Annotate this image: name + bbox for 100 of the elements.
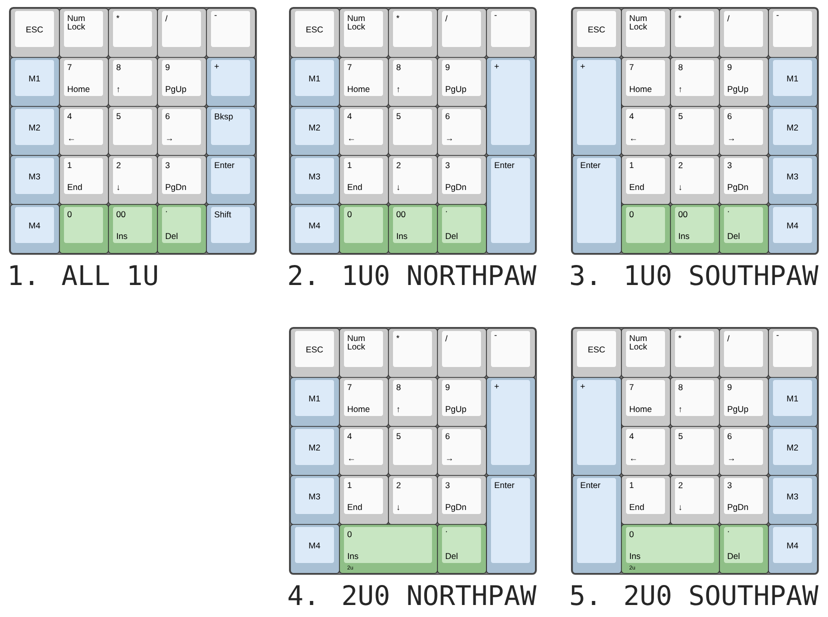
key: 5 bbox=[670, 106, 720, 156]
key: ESC bbox=[10, 8, 60, 58]
key: Enter bbox=[486, 155, 536, 254]
key: M4 bbox=[290, 524, 340, 574]
key: ESC bbox=[290, 8, 340, 58]
key: * bbox=[670, 8, 720, 58]
key: M2 bbox=[290, 426, 340, 476]
node-label: 2. 1U0 NORTHPAW bbox=[289, 264, 536, 286]
key: Num Lock bbox=[621, 328, 671, 378]
key: . Del bbox=[437, 204, 487, 254]
key: 7 Home bbox=[339, 57, 389, 107]
key: M2 bbox=[768, 426, 818, 476]
key: 3 PgDn bbox=[719, 155, 769, 205]
key: Num Lock bbox=[59, 8, 109, 58]
key: 00 Ins bbox=[108, 204, 158, 254]
key: 8 ↑ bbox=[108, 57, 158, 107]
key: / bbox=[437, 328, 487, 378]
key: + bbox=[486, 377, 536, 476]
node-label: 5. 2U0 SOUTHPAW bbox=[571, 584, 818, 606]
key: - bbox=[768, 8, 818, 58]
key: . Del bbox=[437, 524, 487, 574]
key: 7 Home bbox=[59, 57, 109, 107]
key: * bbox=[108, 8, 158, 58]
key: M1 bbox=[290, 57, 340, 107]
key: 3 PgDn bbox=[157, 155, 207, 205]
key: 9 PgUp bbox=[157, 57, 207, 107]
node-label: 3. 1U0 SOUTHPAW bbox=[571, 264, 818, 286]
key: 0 bbox=[621, 204, 671, 254]
key: 9 PgUp bbox=[437, 57, 487, 107]
key: 6 → bbox=[437, 106, 487, 156]
node-label: M1 bbox=[787, 396, 798, 402]
key: 1 End bbox=[339, 155, 389, 205]
node-label: 4. 2U0 NORTHPAW bbox=[288, 584, 536, 606]
key: 4 ← bbox=[621, 426, 671, 476]
key: M3 bbox=[768, 475, 818, 525]
node-label: 1. ALL 1U bbox=[10, 265, 157, 286]
key: 0 bbox=[339, 204, 389, 254]
key: 5 bbox=[108, 106, 158, 156]
key: 2 ↓ bbox=[670, 475, 720, 525]
key: M3 bbox=[768, 155, 818, 205]
key: 2 ↓ bbox=[388, 155, 438, 205]
node-label: M3 bbox=[787, 173, 798, 180]
key: 1 End bbox=[339, 475, 389, 525]
key: 0 bbox=[59, 204, 109, 254]
key: 1 End bbox=[59, 155, 109, 205]
key: M1 bbox=[768, 377, 818, 427]
node-label: M2 bbox=[787, 444, 798, 450]
key: M2 bbox=[768, 106, 818, 156]
key: / bbox=[719, 8, 769, 58]
key: M2 bbox=[290, 106, 340, 156]
key: - bbox=[486, 8, 536, 58]
key: 00 Ins bbox=[388, 204, 438, 254]
key: 3 PgDn bbox=[719, 475, 769, 525]
key: * bbox=[388, 328, 438, 378]
key: M2 bbox=[10, 106, 60, 156]
key: Enter bbox=[486, 475, 536, 574]
key: 3 PgDn bbox=[437, 475, 487, 525]
key: + bbox=[572, 57, 622, 156]
key: + bbox=[486, 57, 536, 156]
key: M1 bbox=[290, 377, 340, 427]
key: 8 ↑ bbox=[388, 377, 438, 427]
key: 6 → bbox=[437, 426, 487, 476]
key: M4 bbox=[10, 204, 60, 254]
key: Enter bbox=[572, 155, 622, 254]
key: Shift bbox=[206, 204, 256, 254]
key: M4 bbox=[768, 524, 818, 574]
key: M4 bbox=[768, 204, 818, 254]
key: - bbox=[768, 328, 818, 378]
key: ESC bbox=[290, 328, 340, 378]
key: Num Lock bbox=[621, 8, 671, 58]
key: . Del bbox=[719, 524, 769, 574]
key: 8 ↑ bbox=[388, 57, 438, 107]
key: + bbox=[206, 57, 256, 107]
key: 3 PgDn bbox=[437, 155, 487, 205]
key: Bksp bbox=[206, 106, 256, 156]
key: 2 ↓ bbox=[108, 155, 158, 205]
key: 8 ↑ bbox=[670, 377, 720, 427]
key: ESC bbox=[572, 328, 622, 378]
key: 5 bbox=[670, 426, 720, 476]
key: M1 bbox=[10, 57, 60, 107]
key: / bbox=[719, 328, 769, 378]
key: 4 ← bbox=[339, 426, 389, 476]
key: - bbox=[486, 328, 536, 378]
key: 2 ↓ bbox=[388, 475, 438, 525]
key: 1 End bbox=[621, 475, 671, 525]
key: 6 → bbox=[157, 106, 207, 156]
key: 6 → bbox=[719, 106, 769, 156]
key: 9 PgUp bbox=[719, 377, 769, 427]
key: + bbox=[572, 377, 622, 476]
node-label: M1 bbox=[787, 76, 798, 82]
key: 00 Ins bbox=[670, 204, 720, 254]
key: 6 → bbox=[719, 426, 769, 476]
key: 1 End bbox=[621, 155, 671, 205]
node-label: M3 bbox=[787, 493, 798, 500]
node-label: M2 bbox=[787, 124, 798, 130]
key: / bbox=[437, 8, 487, 58]
key: M1 bbox=[768, 57, 818, 107]
key: / bbox=[157, 8, 207, 58]
key: M3 bbox=[10, 155, 60, 205]
key: 7 Home bbox=[621, 377, 671, 427]
